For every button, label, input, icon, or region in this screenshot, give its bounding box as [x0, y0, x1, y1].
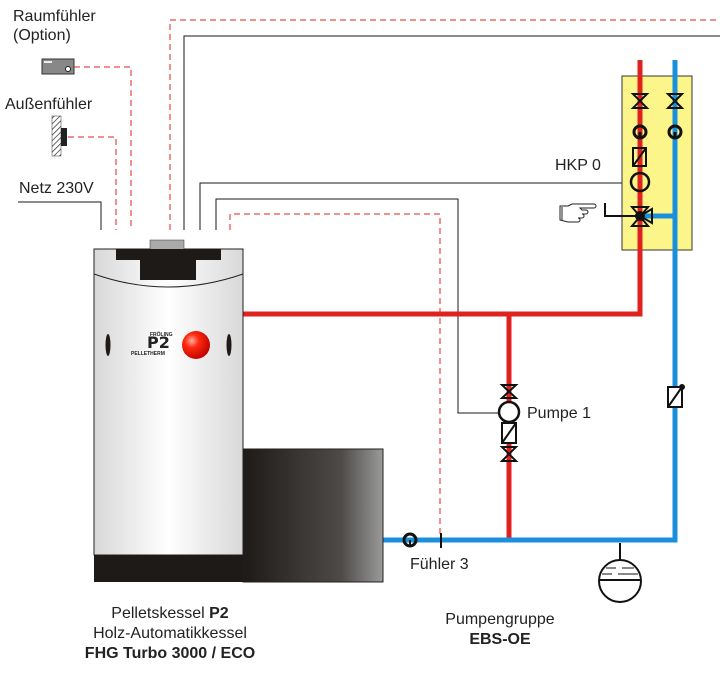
boiler-name-model: P2	[209, 605, 229, 622]
boiler-caption-line3: FHG Turbo 3000 / ECO	[84, 645, 256, 662]
boiler-logo-bottom: PELLETHERM	[131, 351, 165, 357]
return-check-valve	[667, 384, 685, 408]
mains-label: Netz 230V	[19, 180, 94, 197]
sensor3-icon	[402, 532, 442, 548]
expansion-vessel-icon	[598, 543, 642, 603]
valve-icon	[499, 446, 519, 462]
mixing-valve-icon	[604, 203, 653, 227]
hkp-pump-icon	[629, 171, 651, 193]
boiler-logo-top: FRÖLING	[150, 332, 173, 338]
signal-lines	[68, 19, 720, 540]
hkp-label: HKP 0	[555, 157, 601, 174]
room-sensor-option-label: (Option)	[13, 27, 71, 44]
supply-main	[243, 60, 643, 317]
pumpgroup-line2: EBS-OE	[469, 631, 531, 648]
top-signal-line	[169, 19, 720, 230]
control-wires	[18, 35, 720, 414]
thermometer-icon	[632, 124, 683, 140]
valve-icon	[630, 93, 685, 109]
pump1-icon	[497, 400, 521, 424]
valve-icon	[499, 384, 519, 399]
hkp-wire	[199, 182, 622, 230]
room-sensor-icon	[41, 58, 75, 75]
pump1-label: Pumpe 1	[527, 405, 592, 422]
outdoor-sensor-signal	[68, 136, 117, 230]
sensor3-label: Fühler 3	[410, 556, 469, 573]
check-valve-icon	[632, 147, 647, 167]
status-light	[182, 331, 210, 359]
room-sensor-signal	[74, 66, 132, 230]
boiler-name-prefix: Pelletskessel	[111, 605, 210, 622]
hkp-pump-group	[604, 62, 693, 262]
mains-wire	[18, 201, 102, 230]
outdoor-sensor-icon	[51, 115, 67, 157]
boiler-caption: Pelletskessel P2 Holz-Automatikkessel FH…	[40, 604, 300, 664]
pointing-hand-icon	[559, 203, 597, 223]
top-wire	[183, 35, 720, 230]
pellet-hopper	[242, 448, 384, 583]
pump1-group	[497, 384, 521, 462]
boiler-caption-line2: Holz-Automatikkessel	[93, 625, 247, 642]
boiler-logo: P2	[147, 333, 170, 352]
pump1-wire	[215, 198, 500, 414]
pumpgroup-line1: Pumpengruppe	[445, 611, 555, 628]
sensor3-signal	[229, 213, 441, 540]
room-sensor-label: Raumfühler	[13, 8, 96, 25]
pumpgroup-caption: Pumpengruppe EBS-OE	[415, 610, 585, 650]
boiler	[93, 239, 384, 583]
outdoor-sensor-label: Außenfühler	[5, 96, 93, 113]
